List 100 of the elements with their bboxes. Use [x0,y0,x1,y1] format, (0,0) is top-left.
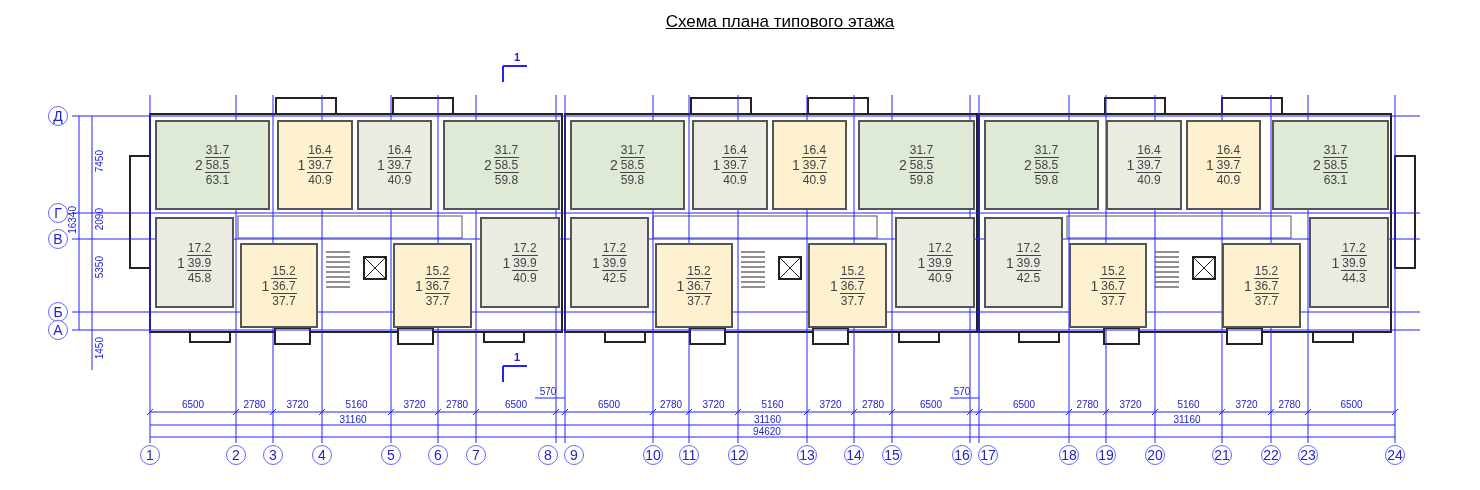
axis-bubble: 23 [1298,445,1318,465]
area-value: 59.8 [493,173,520,187]
area-value: 39.9 [927,255,953,271]
area-value: 39.7 [386,158,413,173]
axis-bubble: 24 [1385,445,1405,465]
area-value: 17.2 [186,240,213,256]
area-value: 17.2 [512,240,538,256]
area-value: 36.7 [839,278,866,294]
area-value: 36.7 [424,278,451,294]
room-count: 1 [791,157,800,173]
area-value: 36.7 [686,278,712,294]
area-value: 16.4 [722,143,748,158]
apartment-room-block [1069,243,1147,328]
area-value: 45.8 [186,270,213,285]
area-value: 39.7 [801,158,828,173]
axis-bubble: 16 [952,445,972,465]
dimension-value: 5160 [345,399,368,410]
area-value: 15.2 [424,263,451,279]
axis-bubble: 13 [797,445,817,465]
dimension-value: 5160 [1177,399,1200,410]
area-value: 39.9 [1341,255,1367,271]
axis-bubble: 2 [226,445,246,465]
axis-bubble: 14 [844,445,864,465]
area-value: 39.9 [1015,255,1042,271]
area-value: 40.9 [927,270,953,285]
room-count: 1 [712,157,721,173]
axis-bubble: 10 [643,445,663,465]
area-value: 31.7 [493,143,520,158]
room-count: 1 [917,254,926,271]
axis-bubble: 20 [1145,445,1165,465]
apartment-room-block [570,217,649,308]
area-value: 58.5 [1033,158,1060,173]
room-count: 1 [502,254,511,271]
dimension-value: 3720 [1235,399,1258,410]
area-value: 16.4 [801,143,828,158]
room-count: 1 [1126,157,1135,173]
axis-bubble: 18 [1059,445,1079,465]
room-count: 2 [898,157,907,173]
axis-bubble: 11 [679,445,699,465]
room-count: 2 [609,157,618,173]
area-value: 40.9 [1215,173,1242,187]
area-value: 15.2 [686,263,712,279]
apartment-room-block [1309,217,1389,308]
area-value: 36.7 [1100,278,1126,294]
area-value: 17.2 [1341,240,1367,256]
room-count: 1 [376,157,385,173]
area-value: 31.7 [204,143,231,158]
axis-bubble: 19 [1096,445,1116,465]
room-count: 1 [414,277,423,294]
area-value: 39.7 [1136,158,1162,173]
area-value: 17.2 [601,240,628,256]
area-value: 31.7 [908,143,935,158]
axis-bubble: 15 [882,445,902,465]
dimension-value: 570 [953,386,971,397]
area-value: 37.7 [271,293,297,308]
area-value: 36.7 [271,278,297,294]
room-count: 1 [1243,277,1252,294]
title: Схема плана типового этажа [664,12,896,32]
area-value: 16.4 [1215,143,1242,158]
apartment-room-block [443,120,560,210]
apartment-room-block [984,120,1099,210]
axis-bubble: 7 [466,445,486,465]
apartment-room-block [357,120,432,210]
area-value: 40.9 [1136,173,1162,187]
dimension-value: 570 [539,386,557,397]
dimension-value: 7450 [94,150,105,173]
room-count: 1 [297,157,306,173]
section-mark-number: 1 [514,51,521,63]
room-count: 2 [194,157,203,173]
dimension-value: 3720 [819,399,842,410]
area-value: 39.9 [601,255,628,271]
room-count: 1 [176,254,185,271]
axis-bubble: 1 [140,445,160,465]
axis-bubble: Б [48,302,68,322]
area-value: 42.5 [601,270,628,285]
area-value: 16.4 [1136,143,1162,158]
area-value: 31.7 [1322,143,1349,158]
dimension-value: 31160 [1173,414,1201,425]
area-value: 17.2 [1015,240,1042,256]
area-value: 63.1 [204,173,231,187]
room-count: 1 [261,277,270,294]
axis-bubble: 12 [728,445,748,465]
room-count: 1 [1205,157,1214,173]
dimension-value: 16340 [67,206,78,234]
apartment-room-block [1272,120,1389,210]
apartment-room-block [858,120,975,210]
area-value: 31.7 [1033,143,1060,158]
area-value: 36.7 [1253,278,1280,294]
room-count: 1 [1005,254,1014,271]
area-value: 39.9 [186,255,213,271]
dimension-value: 1450 [94,337,105,360]
area-value: 59.8 [1033,173,1060,187]
area-value: 39.7 [307,158,333,173]
room-count: 1 [1331,254,1340,271]
area-value: 16.4 [307,143,333,158]
area-value: 31.7 [619,143,646,158]
area-value: 44.3 [1341,270,1367,285]
area-value: 37.7 [839,293,866,308]
apartment-room-block [808,243,887,328]
dimension-value: 6500 [597,399,621,410]
